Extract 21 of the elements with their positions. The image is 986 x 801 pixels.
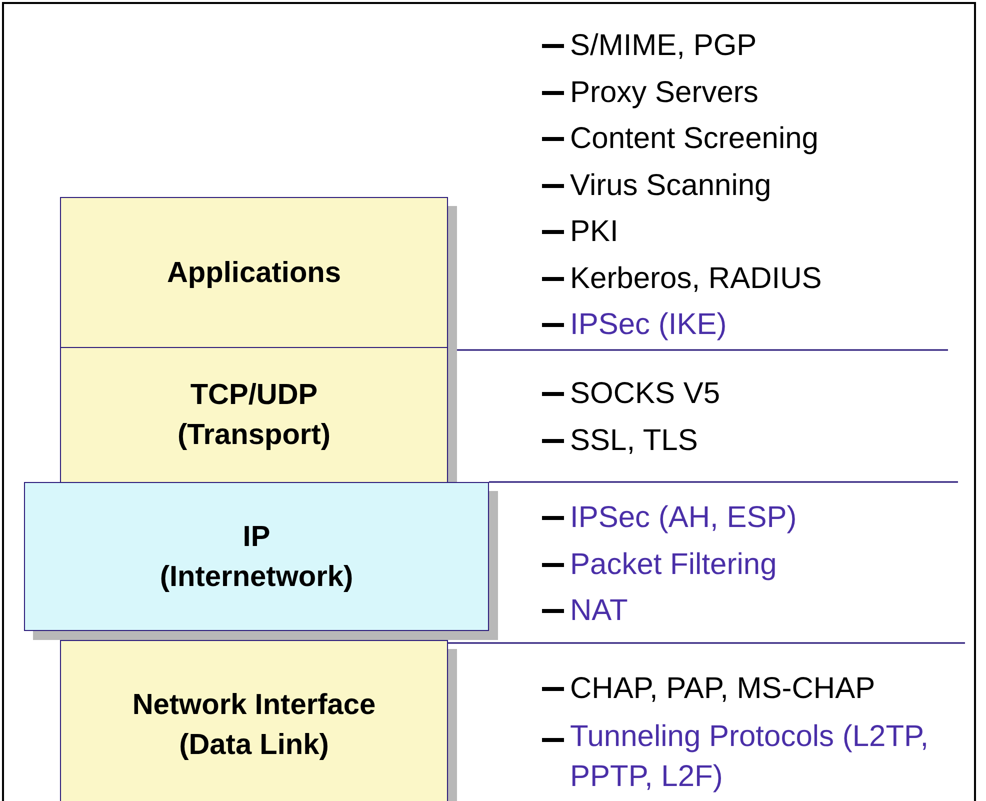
protocol-list-item: IPSec (AH, ESP) bbox=[540, 495, 797, 542]
protocol-list-item: Packet Filtering bbox=[540, 542, 777, 588]
layer-title: (Transport) bbox=[177, 418, 331, 453]
protocol-list-item: Virus Scanning bbox=[540, 162, 772, 209]
protocol-list-item: NAT bbox=[540, 588, 628, 634]
protocol-list-item: PKI bbox=[540, 209, 618, 256]
protocol-list-item: Tunneling Protocols (L2TP, PPTP, L2F) bbox=[540, 716, 930, 796]
protocol-list-item: Proxy Servers bbox=[540, 70, 758, 116]
protocol-list-item: Content Screening bbox=[540, 116, 818, 162]
layer-title: TCP/UDP bbox=[190, 378, 318, 413]
protocol-list-item: Kerberos, RADIUS bbox=[540, 256, 822, 302]
layer-title: Network Interface bbox=[132, 688, 376, 723]
protocol-list-item: CHAP, PAP, MS-CHAP bbox=[540, 666, 876, 712]
layer-title: Applications bbox=[166, 256, 341, 290]
protocol-list-item: IPSec (IKE) bbox=[540, 302, 727, 348]
protocol-list-item: SOCKS V5 bbox=[540, 371, 720, 418]
layer-title: (Data Link) bbox=[179, 728, 329, 763]
protocol-list-item: SSL, TLS bbox=[540, 418, 698, 464]
protocol-list-item: S/MIME, PGP bbox=[540, 23, 757, 70]
layer-title: IP bbox=[242, 520, 270, 554]
layer-title: (Internetwork) bbox=[160, 560, 354, 594]
